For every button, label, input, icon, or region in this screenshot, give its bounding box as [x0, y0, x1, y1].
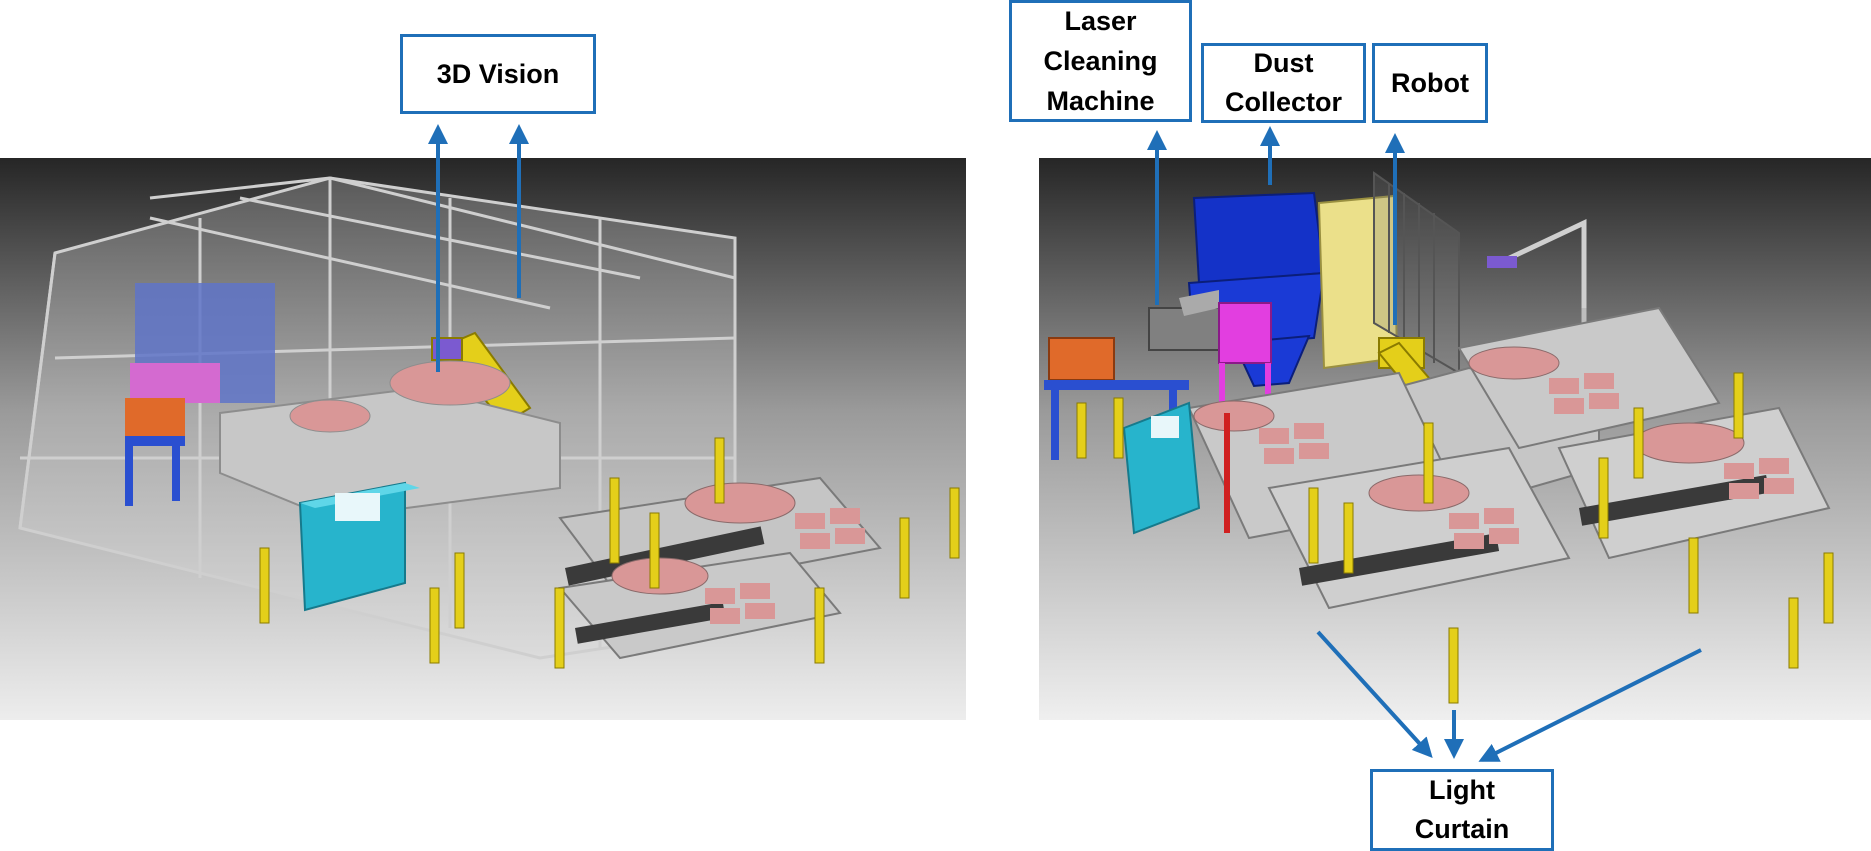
left-cell-render [0, 158, 966, 720]
turntable-station [558, 551, 842, 660]
arrow-light-curtain-right [1478, 648, 1702, 762]
label-light-curtain: Light Curtain [1370, 769, 1554, 851]
turntable-station [1457, 306, 1721, 450]
table-leg [125, 446, 133, 506]
laser-cleaning-machine [130, 363, 220, 403]
right-cell-render [1039, 158, 1871, 720]
light-curtain-posts [259, 437, 960, 669]
label-robot: Robot [1372, 43, 1488, 123]
workpiece-fixture [289, 399, 371, 433]
light-curtain-posts [1076, 372, 1834, 704]
arrow-light-curtain-left [1316, 630, 1433, 758]
table-leg [172, 446, 180, 501]
control-panel-screen [1151, 416, 1179, 438]
right-render-image [1039, 158, 1871, 720]
red-signal-pole [1224, 413, 1230, 533]
control-panel-screen [335, 493, 380, 521]
turntable-station [1557, 406, 1831, 560]
workpiece-fixture [389, 360, 511, 406]
label-laser-cleaning-machine: Laser Cleaning Machine [1009, 0, 1192, 122]
laser-cleaning-machine [1044, 290, 1272, 460]
left-render-image [0, 158, 966, 720]
control-cabinet [1122, 401, 1201, 535]
table-top [125, 436, 185, 446]
orange-box [125, 398, 185, 438]
label-dust-collector: Dust Collector [1201, 43, 1366, 123]
label-3d-vision: 3D Vision [400, 34, 596, 114]
